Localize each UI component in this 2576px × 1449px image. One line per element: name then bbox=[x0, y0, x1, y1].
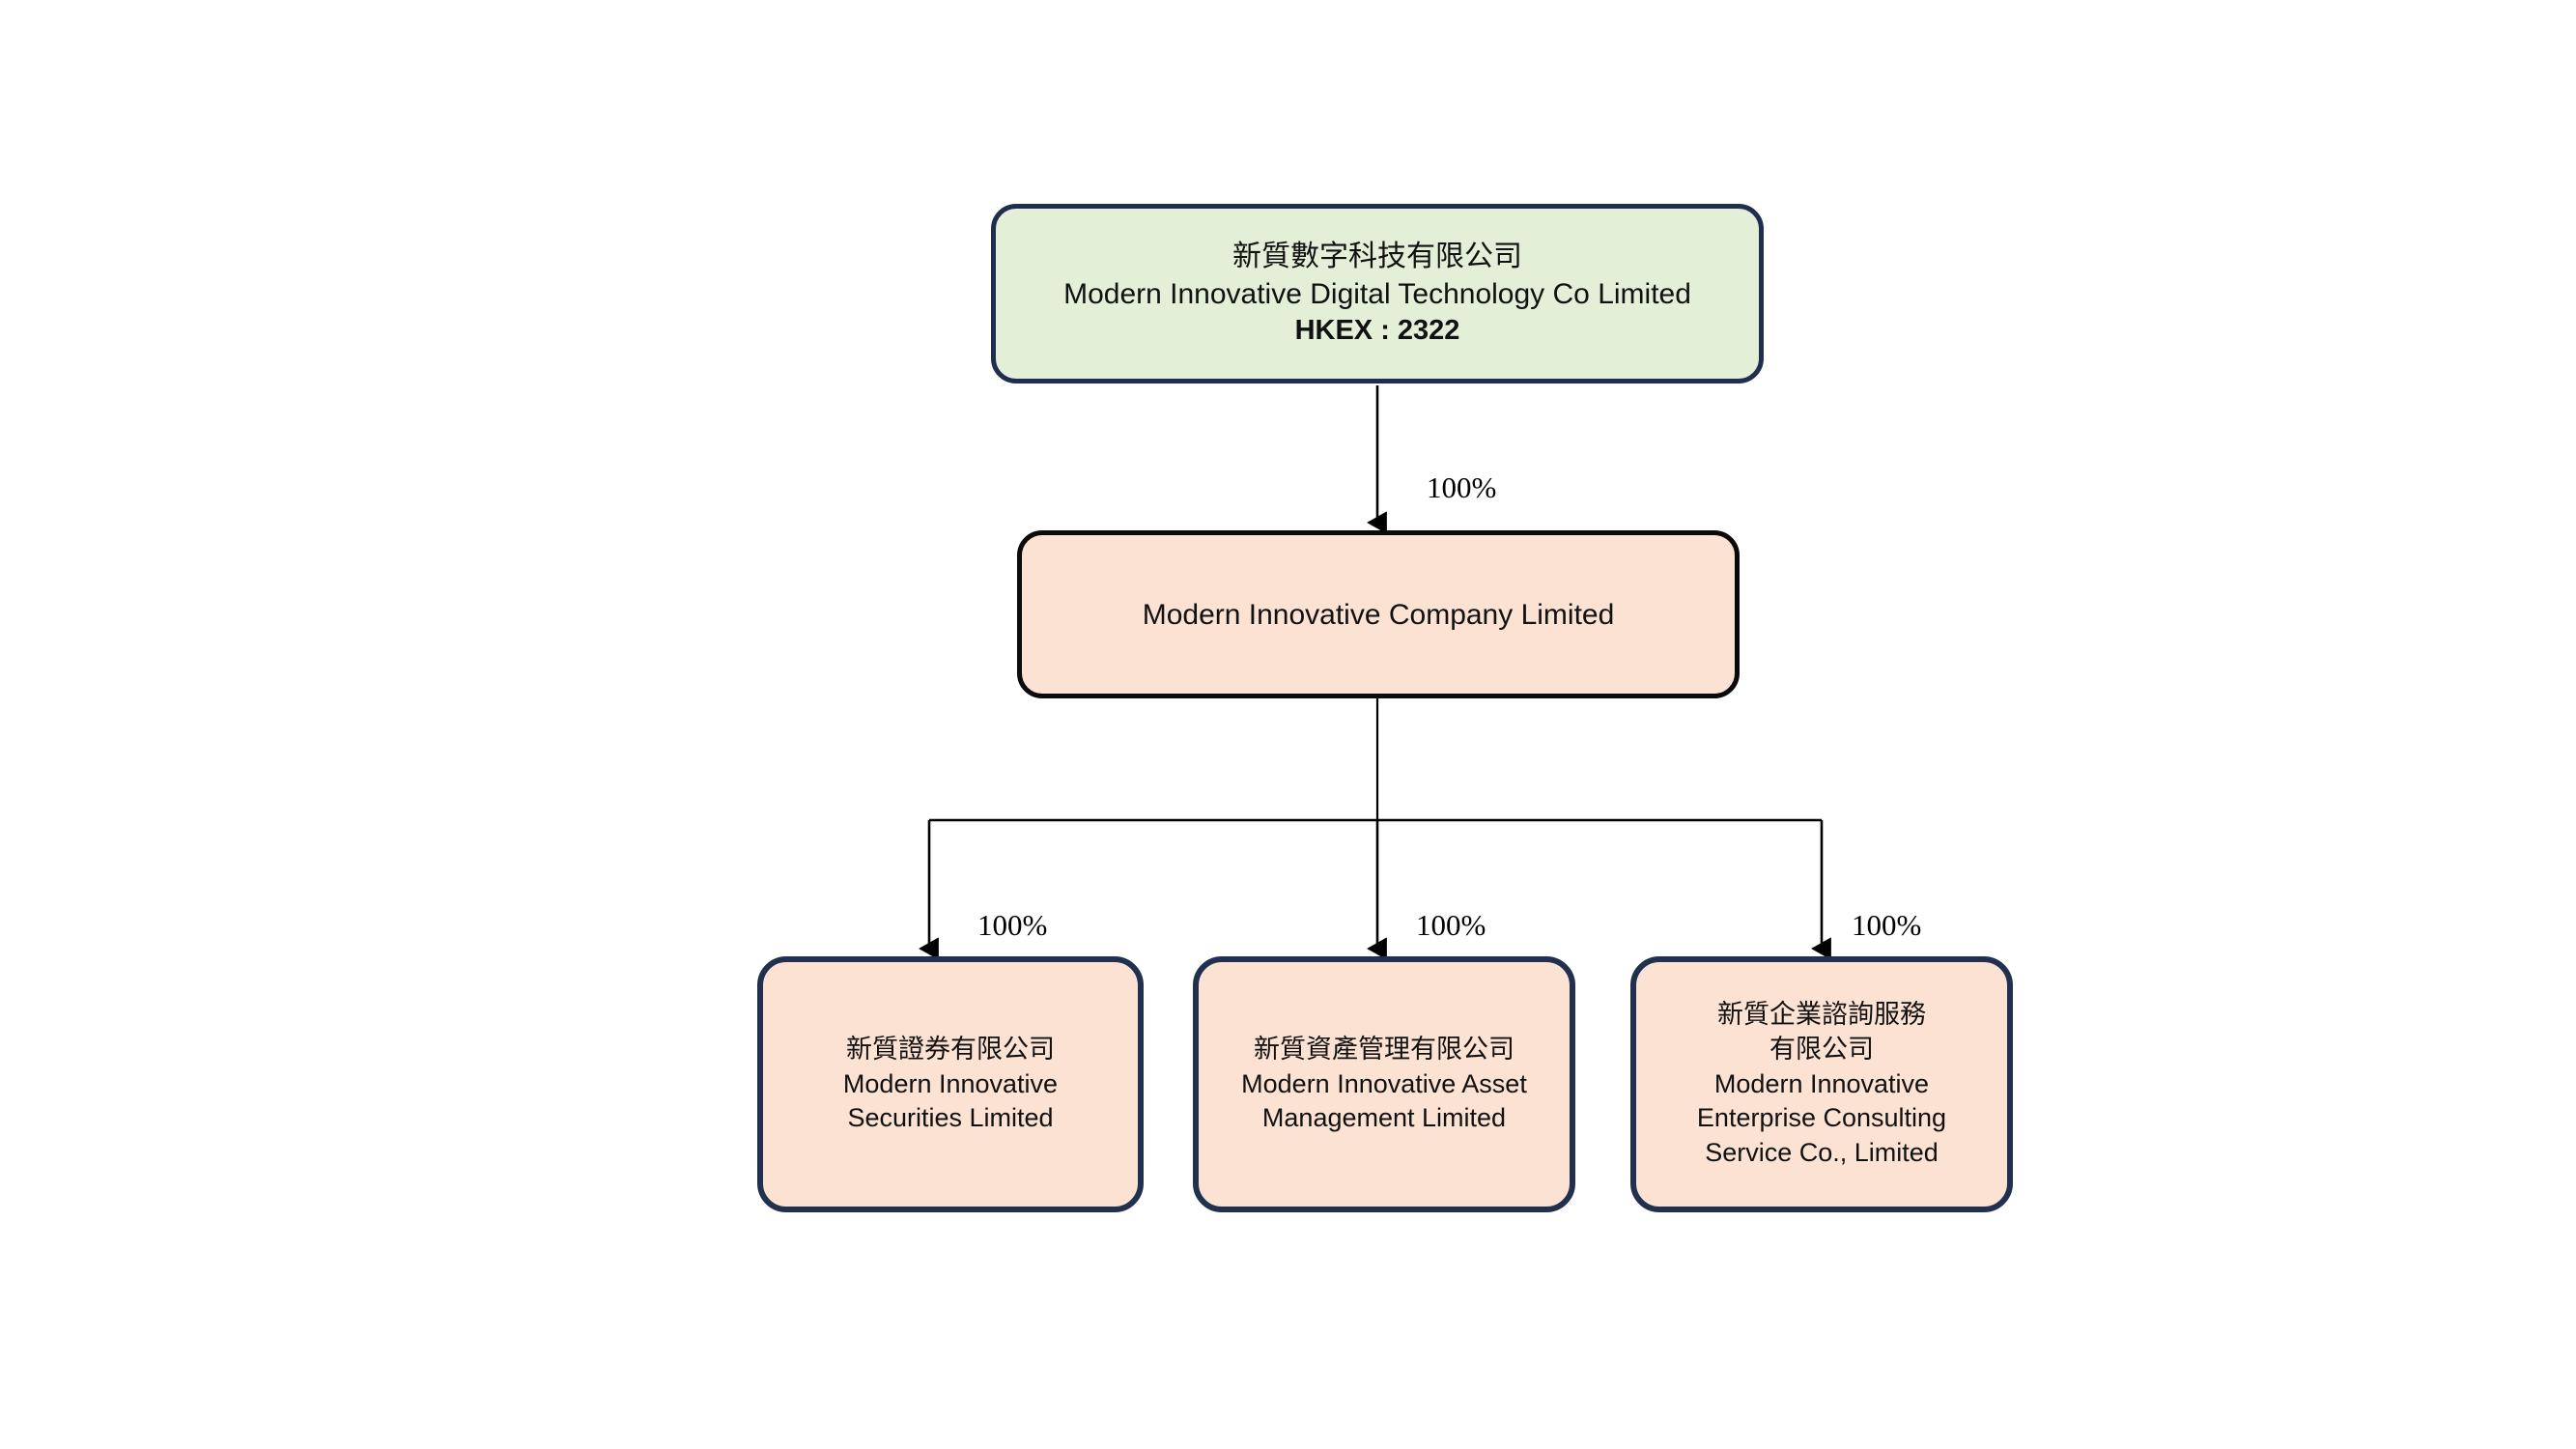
org-node-intermediate[interactable]: Modern Innovative Company Limited bbox=[1017, 530, 1740, 698]
org-node-root[interactable]: 新質數字科技有限公司 Modern Innovative Digital Tec… bbox=[991, 204, 1764, 384]
leaf1-name-english-2: Management Limited bbox=[1261, 1103, 1507, 1133]
leaf2-name-english-3: Service Co., Limited bbox=[1705, 1138, 1939, 1168]
mid-name-english: Modern Innovative Company Limited bbox=[1142, 598, 1615, 631]
org-node-asset-management-text: 新質資產管理有限公司 Modern Innovative Asset Manag… bbox=[1199, 1033, 1570, 1137]
ownership-label-mid-to-enterprise-consulting: 100% bbox=[1852, 908, 1922, 942]
leaf0-name-english-1: Modern Innovative bbox=[842, 1068, 1059, 1098]
leaf0-name-chinese: 新質證券有限公司 bbox=[846, 1034, 1055, 1064]
ownership-label-mid-to-securities: 100% bbox=[977, 908, 1048, 942]
leaf2-name-english-1: Modern Innovative bbox=[1713, 1068, 1930, 1098]
org-node-securities[interactable]: 新質證券有限公司 Modern Innovative Securities Li… bbox=[757, 956, 1144, 1212]
org-node-securities-text: 新質證券有限公司 Modern Innovative Securities Li… bbox=[763, 1033, 1138, 1137]
ownership-label-root-to-mid: 100% bbox=[1427, 470, 1497, 504]
leaf2-name-english-2: Enterprise Consulting bbox=[1696, 1103, 1947, 1133]
root-name-english: Modern Innovative Digital Technology Co … bbox=[1063, 278, 1691, 311]
leaf1-name-chinese: 新質資產管理有限公司 bbox=[1254, 1034, 1514, 1064]
leaf2-name-chinese-2: 有限公司 bbox=[1769, 1034, 1874, 1064]
org-node-root-text: 新質數字科技有限公司 Modern Innovative Digital Tec… bbox=[996, 238, 1759, 350]
leaf0-name-english-2: Securities Limited bbox=[847, 1103, 1054, 1133]
root-name-chinese: 新質數字科技有限公司 bbox=[1232, 241, 1522, 273]
ownership-label-mid-to-asset-management: 100% bbox=[1416, 908, 1486, 942]
org-node-enterprise-consulting-text: 新質企業諮詢服務 有限公司 Modern Innovative Enterpri… bbox=[1636, 998, 2007, 1172]
org-node-intermediate-text: Modern Innovative Company Limited bbox=[1022, 596, 1735, 634]
leaf2-name-chinese-1: 新質企業諮詢服務 bbox=[1717, 999, 1926, 1029]
leaf1-name-english-1: Modern Innovative Asset bbox=[1241, 1068, 1527, 1098]
org-node-asset-management[interactable]: 新質資產管理有限公司 Modern Innovative Asset Manag… bbox=[1193, 956, 1575, 1212]
root-listing-code: HKEX : 2322 bbox=[1294, 315, 1460, 347]
org-node-enterprise-consulting[interactable]: 新質企業諮詢服務 有限公司 Modern Innovative Enterpri… bbox=[1630, 956, 2013, 1212]
